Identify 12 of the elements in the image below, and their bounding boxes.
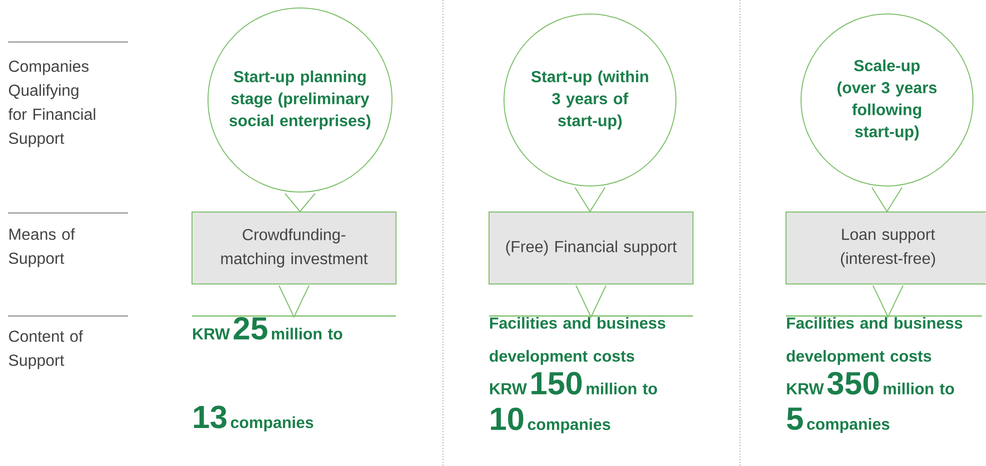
- chevron-arrow: [576, 285, 606, 318]
- row-label: Means of Support: [8, 228, 75, 268]
- chevron-arrow: [284, 193, 316, 212]
- chevron-arrow: [872, 285, 904, 318]
- support-box: Loan support (interest-free): [786, 212, 986, 284]
- support-box: Crowdfunding-matching investment: [192, 212, 396, 284]
- support-box: (Free) Financial support: [488, 212, 694, 284]
- chevron-arrow: [278, 285, 310, 318]
- row-label: Companies Qualifying for Financial Support: [8, 60, 96, 148]
- chevron-arrow: [872, 187, 902, 212]
- row-label: Content of Support: [8, 330, 83, 370]
- chevron-arrow: [574, 187, 606, 212]
